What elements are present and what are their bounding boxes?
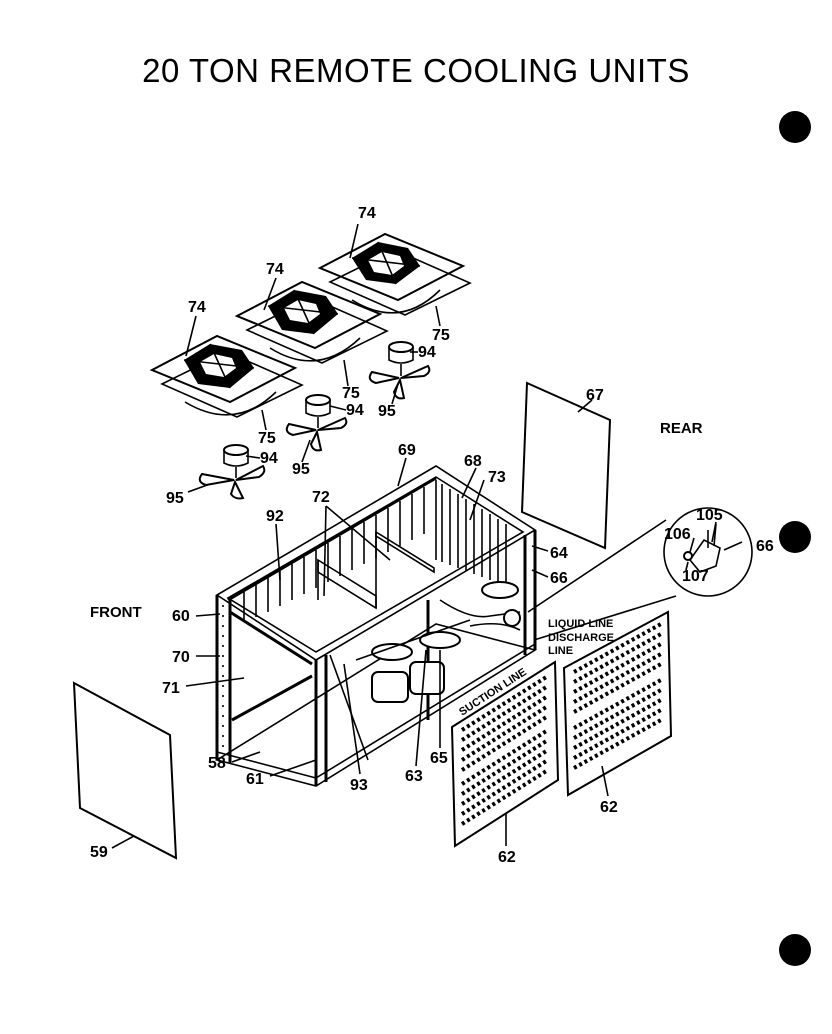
- liquid-line-label: LIQUID LINE: [548, 618, 613, 630]
- part-number-72: 72: [312, 489, 330, 506]
- part-number-63: 63: [405, 768, 423, 785]
- compressor-assembly: [355, 581, 521, 703]
- part-number-106: 106: [664, 526, 691, 543]
- binder-hole-icon: [779, 111, 811, 143]
- part-number-75: 75: [258, 430, 276, 447]
- fan-blade-3: [368, 364, 431, 400]
- part-number-95: 95: [166, 490, 184, 507]
- fan-motor-1: [223, 444, 249, 478]
- part-number-93: 93: [350, 777, 368, 794]
- part-number-71: 71: [162, 680, 180, 697]
- part-number-67: 67: [586, 387, 604, 404]
- part-number-94: 94: [260, 450, 278, 467]
- rear-panel: [520, 381, 612, 550]
- part-number-65: 65: [430, 750, 448, 767]
- fan-blade-1: [198, 464, 266, 500]
- part-number-73: 73: [488, 469, 506, 486]
- discharge-line-label-2: LINE: [548, 645, 573, 657]
- part-number-59: 59: [90, 844, 108, 861]
- part-number-69: 69: [398, 442, 416, 459]
- fan-blade-2: [285, 416, 348, 452]
- binder-hole-icon: [779, 934, 811, 966]
- leader-lines: [111, 223, 743, 849]
- fan-guard-3: [317, 232, 472, 316]
- louver-grille-2: [562, 610, 673, 797]
- part-number-62: 62: [600, 799, 618, 816]
- fan-guard-1: [149, 334, 304, 418]
- part-number-92: 92: [266, 508, 284, 525]
- cabinet-frame: [214, 465, 538, 787]
- part-number-58: 58: [208, 755, 226, 772]
- part-number-66: 66: [756, 538, 774, 555]
- part-number-62: 62: [498, 849, 516, 866]
- part-number-61: 61: [246, 771, 264, 788]
- front-label: FRONT: [90, 604, 142, 621]
- part-number-105: 105: [696, 507, 723, 524]
- part-number-70: 70: [172, 649, 190, 666]
- part-number-64: 64: [550, 545, 568, 562]
- part-number-95: 95: [292, 461, 310, 478]
- part-number-66: 66: [550, 570, 568, 587]
- front-panel: [72, 681, 178, 860]
- discharge-line-label: DISCHARGE: [548, 632, 614, 644]
- fan-motor-3: [388, 341, 414, 376]
- part-number-94: 94: [346, 402, 364, 419]
- part-number-74: 74: [266, 261, 284, 278]
- binder-hole-icon: [779, 521, 811, 553]
- part-number-60: 60: [172, 608, 190, 625]
- part-number-74: 74: [358, 205, 376, 222]
- part-number-75: 75: [432, 327, 450, 344]
- louver-grille-1: [450, 660, 560, 848]
- fan-motor-2: [305, 394, 331, 428]
- page-title: 20 TON REMOTE COOLING UNITS: [142, 52, 690, 89]
- part-number-74: 74: [188, 299, 206, 316]
- part-number-107: 107: [682, 568, 709, 585]
- rear-label: REAR: [660, 420, 703, 437]
- fan-guard-2: [234, 280, 389, 364]
- detail-callout: [527, 507, 753, 641]
- condenser-coil: [227, 476, 507, 622]
- part-number-68: 68: [464, 453, 482, 470]
- part-number-94: 94: [418, 344, 436, 361]
- part-number-75: 75: [342, 385, 360, 402]
- part-number-95: 95: [378, 403, 396, 420]
